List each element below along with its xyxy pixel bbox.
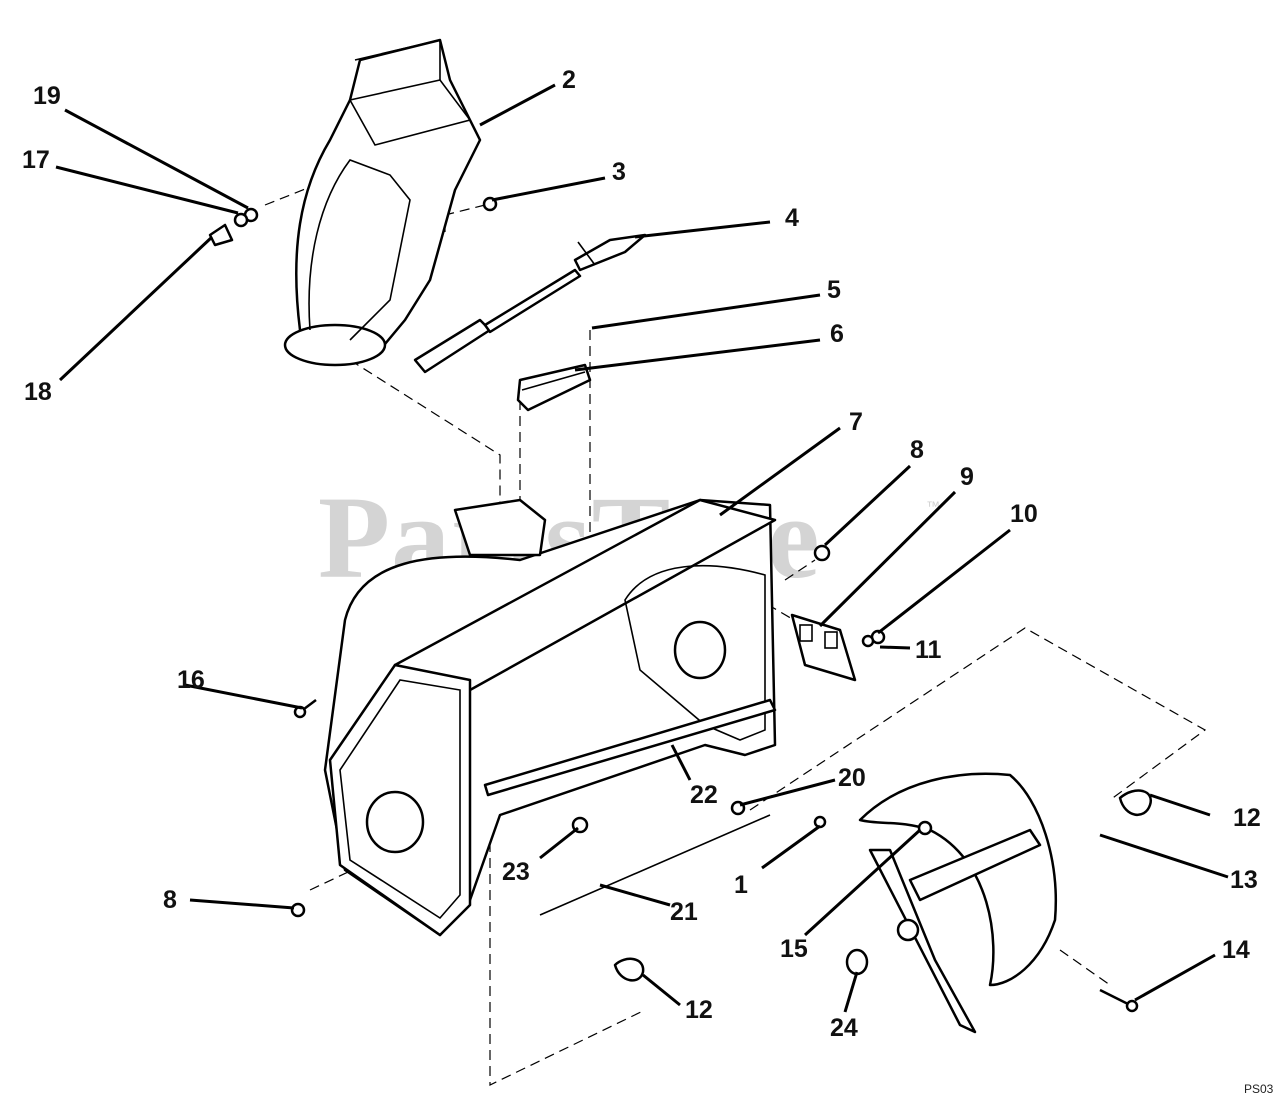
callout-21: 21 bbox=[670, 898, 698, 926]
callout-9: 9 bbox=[960, 463, 974, 491]
leader-lines bbox=[55, 83, 1229, 1013]
callout-4: 4 bbox=[785, 204, 799, 232]
rod-bracket bbox=[516, 363, 592, 412]
callout-5: 5 bbox=[827, 276, 841, 304]
callout-16: 16 bbox=[177, 666, 205, 694]
callout-6: 6 bbox=[830, 320, 844, 348]
diagram-code: PS03 bbox=[1244, 1082, 1274, 1096]
chute-assembly bbox=[283, 38, 482, 367]
callout-8-top: 8 bbox=[910, 436, 924, 464]
callout-24: 24 bbox=[830, 1014, 858, 1042]
callout-1: 1 bbox=[734, 871, 748, 899]
callout-20: 20 bbox=[838, 764, 866, 792]
callout-2: 2 bbox=[562, 66, 576, 94]
callout-14: 14 bbox=[1222, 936, 1250, 964]
callout-3: 3 bbox=[612, 158, 626, 186]
callout-18: 18 bbox=[24, 378, 52, 406]
callout-13: 13 bbox=[1230, 866, 1258, 894]
callout-11: 11 bbox=[915, 636, 942, 664]
callout-22: 22 bbox=[690, 781, 718, 809]
callout-7: 7 bbox=[849, 408, 863, 436]
callout-15: 15 bbox=[780, 935, 808, 963]
callout-8-bottom: 8 bbox=[163, 886, 177, 914]
hardware bbox=[208, 196, 1152, 1013]
auger-housing bbox=[323, 498, 777, 937]
callout-12-bottom: 12 bbox=[685, 996, 713, 1024]
impeller bbox=[858, 772, 1057, 1034]
callout-23: 23 bbox=[502, 858, 530, 886]
callouts: 2 3 4 5 6 7 8 9 10 11 12 13 14 15 16 17 … bbox=[22, 66, 1261, 1042]
control-rod bbox=[413, 233, 647, 374]
callout-12-right: 12 bbox=[1233, 804, 1261, 832]
bearing-plate bbox=[790, 613, 857, 682]
callout-17: 17 bbox=[22, 146, 50, 174]
callout-10: 10 bbox=[1010, 500, 1038, 528]
callout-19: 19 bbox=[33, 82, 61, 110]
